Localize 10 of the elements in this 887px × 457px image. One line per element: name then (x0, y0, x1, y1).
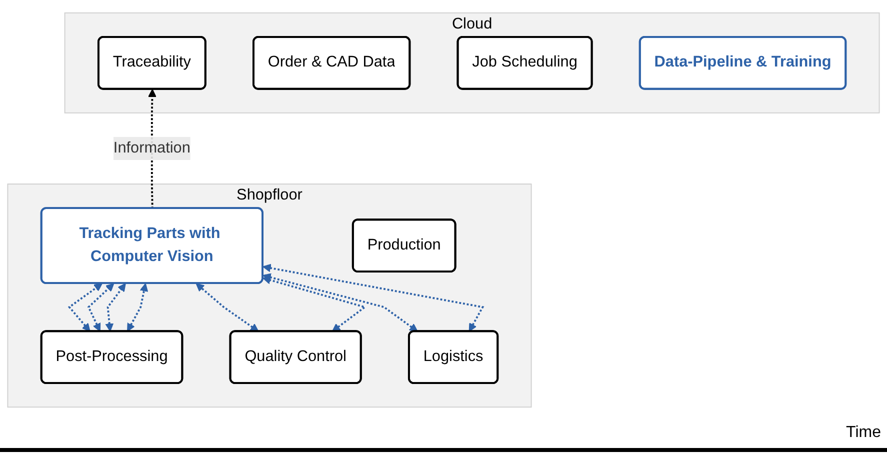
axis-label: Time (846, 424, 881, 442)
arrow (196, 283, 259, 332)
arrow (127, 283, 148, 332)
arrow (262, 273, 418, 332)
arrow (262, 276, 367, 332)
arrow (68, 283, 102, 332)
arrow (262, 264, 484, 332)
arrow (105, 283, 126, 332)
edge-label: Information (113, 140, 190, 156)
arrow (87, 283, 114, 332)
